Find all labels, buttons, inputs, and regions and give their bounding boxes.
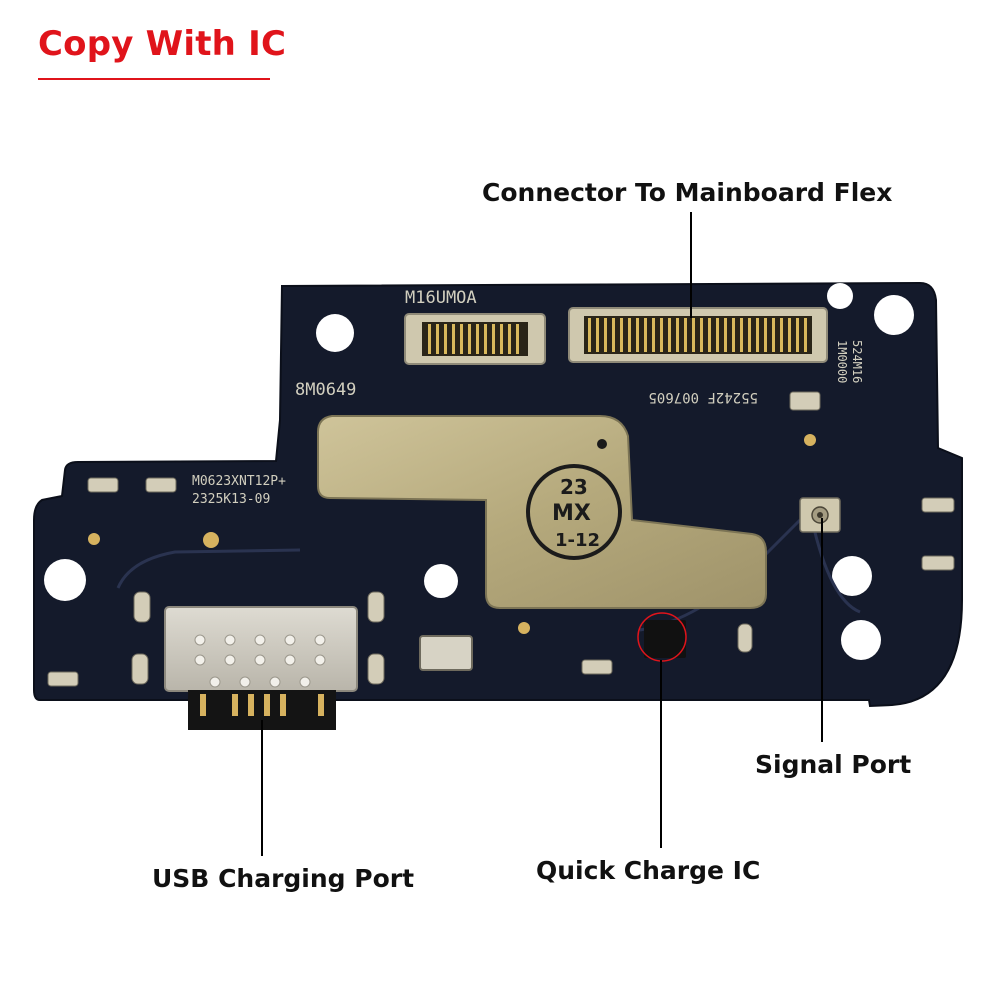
- quick-charge-ic: [637, 612, 687, 662]
- shield-dot: [597, 439, 607, 449]
- stamp-line-2: MX: [552, 501, 591, 526]
- microphone: [419, 635, 473, 671]
- marking-line2: 2325K13-09: [192, 492, 270, 507]
- smd-component: [47, 671, 79, 687]
- callout-connector: Connector To Mainboard Flex: [482, 178, 893, 207]
- mount-hole: [874, 295, 914, 335]
- mount-hole: [827, 283, 853, 309]
- gold-pad: [203, 532, 219, 548]
- smd-component: [581, 659, 613, 675]
- metal-shield: [317, 415, 767, 609]
- smd-component: [145, 477, 177, 493]
- marking-code-left: 8M0649: [295, 380, 356, 400]
- smd-component: [133, 591, 151, 623]
- stamp-line-1: 23: [560, 475, 588, 499]
- marking-vertical-2: 1M0000: [835, 340, 849, 383]
- mount-hole: [832, 556, 872, 596]
- shield-stamp: [526, 464, 622, 560]
- mount-hole: [841, 620, 881, 660]
- marking-vertical-1: 524M16: [850, 340, 864, 383]
- gold-pad: [804, 434, 816, 446]
- callout-signal-port: Signal Port: [755, 750, 912, 779]
- usb-charging-port: [164, 606, 358, 730]
- smd-component: [921, 555, 955, 571]
- pcb-trace: [116, 548, 301, 589]
- mount-hole: [44, 559, 86, 601]
- callout-quick-charge-ic: Quick Charge IC: [536, 856, 761, 885]
- smd-component: [737, 623, 753, 653]
- marking-line1: M0623XNT12P+: [192, 474, 286, 489]
- marking-code-right: 55242F 007605: [648, 389, 758, 405]
- smd-component: [87, 477, 119, 493]
- gold-pad: [88, 533, 100, 545]
- small-flex-connector: [404, 313, 546, 365]
- stamp-line-3: 1-12: [555, 530, 600, 551]
- mount-hole: [316, 314, 354, 352]
- smd-component: [131, 653, 149, 685]
- gold-pad: [518, 622, 530, 634]
- smd-component: [367, 653, 385, 685]
- signal-port-connector: [799, 497, 841, 533]
- marking-model: M16UMOA: [405, 288, 477, 308]
- smd-component: [367, 591, 385, 623]
- smd-component: [921, 497, 955, 513]
- mount-hole: [424, 564, 458, 598]
- smd-component: [789, 391, 821, 411]
- banner-title: Copy With IC: [38, 24, 287, 64]
- mainboard-connector: [568, 307, 828, 363]
- callout-usb-charging-port: USB Charging Port: [152, 864, 415, 893]
- banner-underline: [38, 78, 270, 80]
- pcb-trace: [810, 519, 861, 614]
